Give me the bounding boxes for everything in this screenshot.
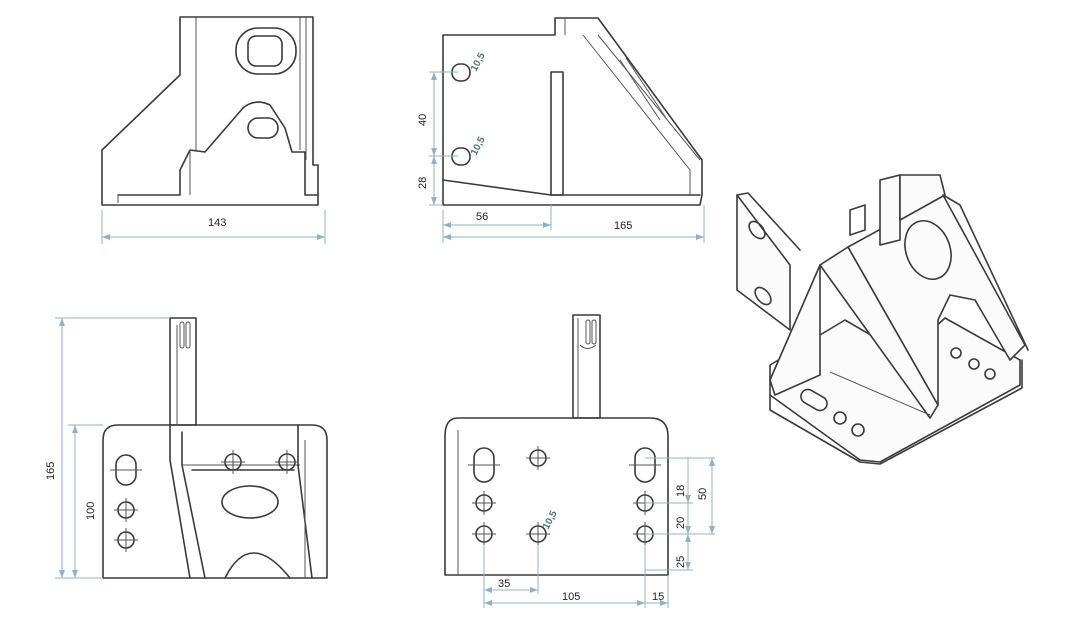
base-dim-18: 18: [675, 485, 687, 497]
base-dim-15: 15: [652, 591, 664, 603]
base-dim-50: 50: [697, 488, 709, 500]
base-dim-20: 20: [675, 517, 687, 529]
front-dim-28: 28: [417, 177, 429, 189]
front-dim-40: 40: [417, 114, 429, 126]
rear-dim-100: 100: [85, 502, 97, 520]
base-dim-35: 35: [498, 578, 510, 590]
rear-dim-165: 165: [45, 462, 57, 480]
front-dim-56: 56: [476, 211, 488, 223]
front-hole-label-upper: 10,5: [469, 51, 488, 74]
side-view: 143: [101, 16, 326, 244]
rear-view: 165 100: [45, 317, 328, 579]
front-dim-165: 165: [614, 220, 632, 232]
base-dim-105: 105: [562, 591, 580, 603]
isometric-view: [736, 174, 1029, 465]
front-hole-label-lower: 10,5: [469, 135, 488, 158]
base-view: 10,5 18 50 20 25 35 105 15: [444, 314, 715, 608]
base-dim-25: 25: [675, 556, 687, 568]
front-view: 10,5 10,5 40 28 56 165: [417, 17, 705, 243]
base-hole-label: 10,5: [541, 509, 560, 532]
side-length-dim: 143: [208, 217, 226, 229]
